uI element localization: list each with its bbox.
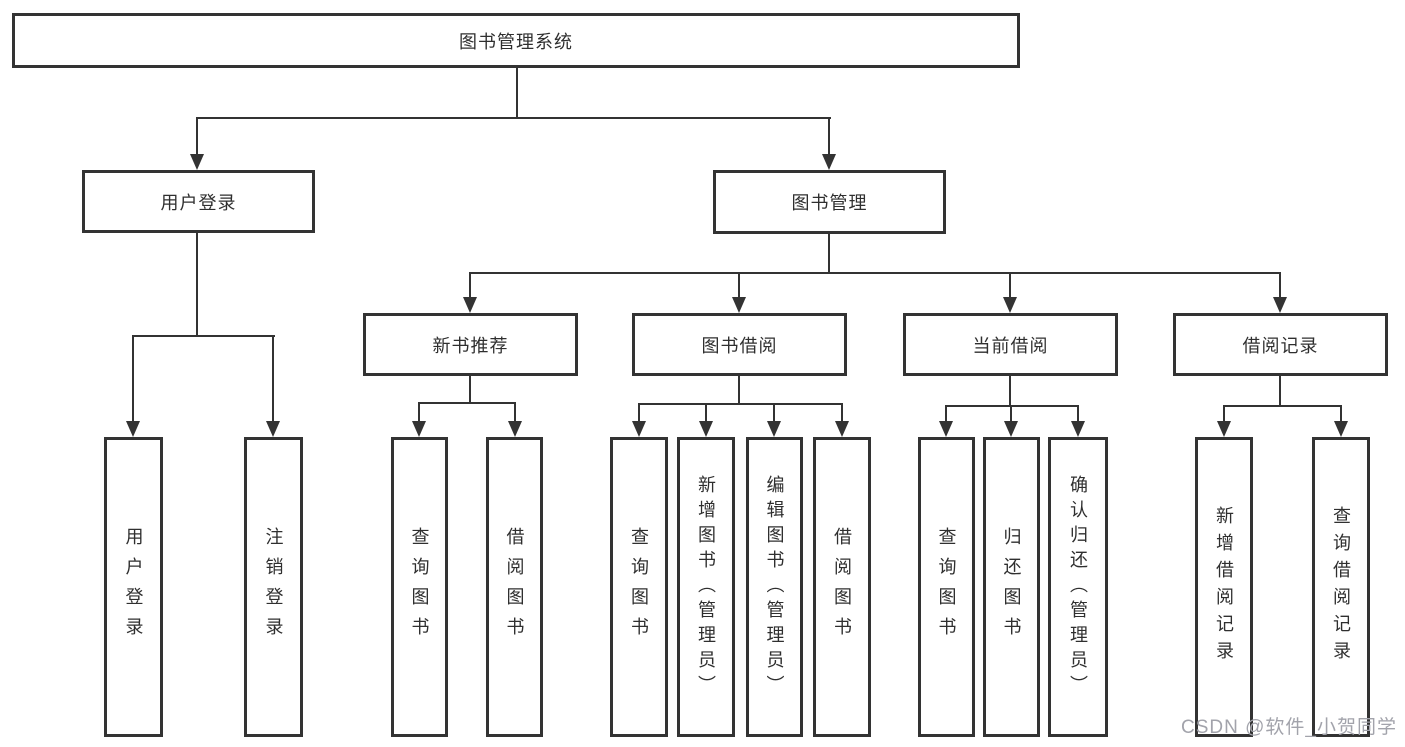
connector-line [828,117,830,156]
leaf-record-query-label: 查询借阅记录 [1331,506,1351,668]
connector-line [132,335,275,337]
connector-line [638,403,843,405]
arrow-down-icon [508,421,522,437]
connector-line [418,402,420,423]
arrow-down-icon [1217,421,1231,437]
connector-line [516,68,518,119]
connector-line [828,234,830,274]
leaf-current-confirm-label: 确认归还（管理员） [1068,474,1088,700]
leaf-record-add-label: 新增借阅记录 [1214,506,1234,668]
connector-line [196,117,198,156]
node-user-login-label: 用户登录 [160,192,237,213]
leaf-newbook-query: 查询图书 [391,437,448,737]
connector-line [841,403,843,423]
connector-line [469,272,1281,274]
leaf-user-login-label: 用户登录 [123,527,144,647]
arrow-down-icon [822,154,836,170]
leaf-borrow-query: 查询图书 [610,437,668,737]
arrow-down-icon [632,421,646,437]
node-root-label: 图书管理系统 [459,31,573,52]
connector-line [945,405,1079,407]
arrow-down-icon [1273,297,1287,313]
connector-line [738,272,740,299]
node-new-book-recommend: 新书推荐 [363,313,578,376]
leaf-current-return-label: 归还图书 [1001,527,1022,647]
connector-line [705,403,707,423]
arrow-down-icon [1334,421,1348,437]
leaf-user-login: 用户登录 [104,437,163,737]
connector-line [1279,272,1281,299]
leaf-borrow-add-label: 新增图书（管理员） [696,474,716,700]
connector-line [1010,405,1012,423]
leaf-record-query: 查询借阅记录 [1312,437,1370,737]
arrow-down-icon [1003,297,1017,313]
arrow-down-icon [699,421,713,437]
leaf-logout-label: 注销登录 [263,527,284,647]
leaf-record-add: 新增借阅记录 [1195,437,1253,737]
connector-line [738,376,740,405]
arrow-down-icon [1004,421,1018,437]
connector-line [1223,405,1225,423]
connector-line [1340,405,1342,423]
node-book-management: 图书管理 [713,170,946,234]
connector-line [1279,376,1281,407]
arrow-down-icon [835,421,849,437]
connector-line [272,335,274,423]
leaf-borrow-edit-label: 编辑图书（管理员） [764,474,785,700]
leaf-borrow-book: 借阅图书 [813,437,871,737]
connector-line [469,272,471,299]
arrow-down-icon [732,297,746,313]
leaf-borrow-add: 新增图书（管理员） [677,437,735,737]
connector-line [1223,405,1342,407]
leaf-newbook-borrow: 借阅图书 [486,437,543,737]
connector-line [1077,405,1079,423]
csdn-watermark: CSDN @软件_小贺同学 [1181,717,1397,738]
node-borrow-records: 借阅记录 [1173,313,1388,376]
connector-line [196,233,198,337]
leaf-borrow-edit: 编辑图书（管理员） [746,437,803,737]
arrow-down-icon [266,421,280,437]
leaf-current-query-label: 查询图书 [936,527,957,647]
arrow-down-icon [767,421,781,437]
node-book-borrow-label: 图书借阅 [701,335,778,356]
leaf-current-confirm: 确认归还（管理员） [1048,437,1108,737]
connector-line [132,335,134,423]
node-current-borrow: 当前借阅 [903,313,1118,376]
connector-line [469,376,471,404]
leaf-logout: 注销登录 [244,437,303,737]
connector-line [1009,272,1011,299]
node-user-login: 用户登录 [82,170,315,233]
arrow-down-icon [126,421,140,437]
arrow-down-icon [1071,421,1085,437]
arrow-down-icon [463,297,477,313]
arrow-down-icon [190,154,204,170]
node-current-borrow-label: 当前借阅 [972,335,1049,356]
node-book-borrow: 图书借阅 [632,313,847,376]
leaf-current-return: 归还图书 [983,437,1040,737]
arrow-down-icon [412,421,426,437]
leaf-newbook-borrow-label: 借阅图书 [504,527,525,647]
node-borrow-records-label: 借阅记录 [1242,335,1319,356]
leaf-current-query: 查询图书 [918,437,975,737]
connector-line [197,117,831,119]
connector-line [638,403,640,423]
leaf-newbook-query-label: 查询图书 [409,527,430,647]
node-new-book-recommend-label: 新书推荐 [432,335,509,356]
connector-line [773,403,775,423]
leaf-borrow-query-label: 查询图书 [629,527,649,647]
arrow-down-icon [939,421,953,437]
connector-line [945,405,947,423]
node-book-management-label: 图书管理 [791,193,868,213]
connector-line [514,402,516,423]
leaf-borrow-book-label: 借阅图书 [832,527,852,647]
node-root: 图书管理系统 [12,13,1020,68]
connector-line [1009,376,1011,407]
connector-line [418,402,516,404]
